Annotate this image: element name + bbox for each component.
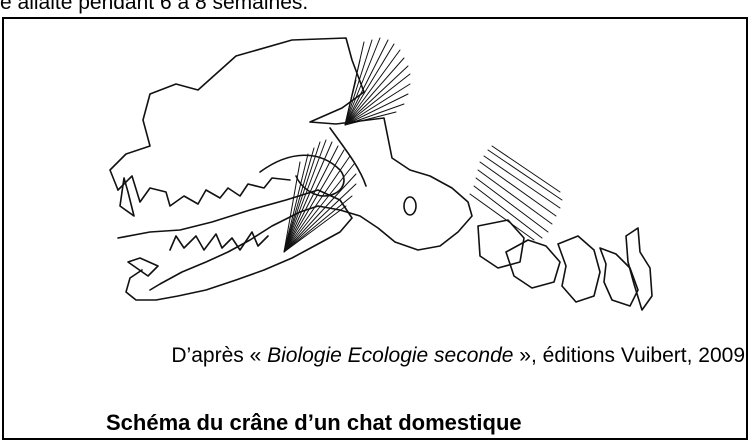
credit-book-title: Biologie Ecologie seconde: [267, 344, 513, 367]
credit-prefix: D’après «: [171, 344, 267, 367]
figure-caption: Schéma du crâne d’un chat domestique: [106, 410, 522, 436]
ear-opening: [404, 197, 416, 215]
vertebra-3: [558, 236, 600, 302]
temporal-muscle: [345, 38, 410, 125]
vertebra-1: [478, 220, 524, 268]
neck-muscle: [470, 146, 562, 240]
upper-teeth: [118, 176, 290, 206]
source-credit: D’après « Biologie Ecologie seconde », é…: [85, 342, 745, 370]
upper-canine: [120, 178, 134, 216]
lower-teeth: [170, 232, 268, 250]
skull-outline: [110, 38, 472, 290]
lower-canine: [128, 258, 158, 276]
credit-suffix: », éditions Vuibert, 2009: [513, 344, 745, 367]
vertebra-5: [626, 228, 652, 310]
